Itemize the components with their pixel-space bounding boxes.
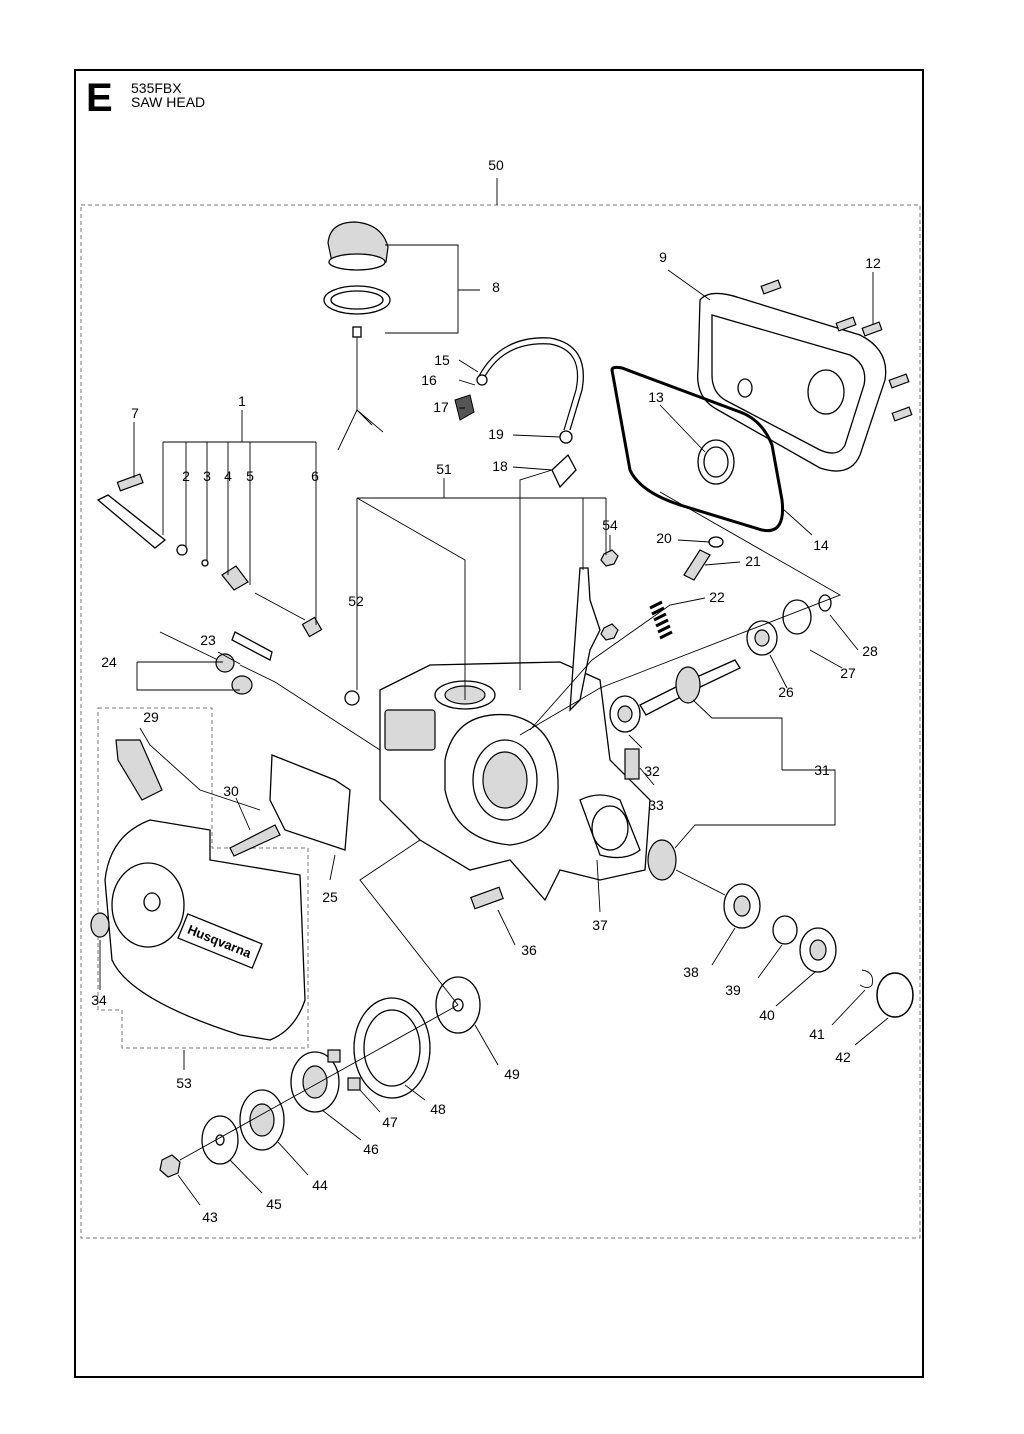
callout-42: 42 xyxy=(835,1049,851,1065)
callout-24: 24 xyxy=(101,654,117,670)
callout-17: 17 xyxy=(433,399,449,415)
screw-36-part xyxy=(470,886,504,910)
tensioner-plate-part xyxy=(231,631,273,661)
stud-30-part xyxy=(229,824,281,857)
bearing-32-part xyxy=(609,695,641,733)
callout-41: 41 xyxy=(809,1026,825,1042)
washer-52-part xyxy=(344,690,360,706)
saw-head-housing-part xyxy=(379,567,651,902)
callout-6: 6 xyxy=(311,468,319,484)
callout-32: 32 xyxy=(644,763,660,779)
drive-shaft-part xyxy=(639,594,832,716)
callout-31: 31 xyxy=(814,762,830,778)
oil-pickup-part xyxy=(337,326,384,451)
callout-30: 30 xyxy=(223,783,239,799)
section-title: SAW HEAD xyxy=(131,94,206,110)
callout-44: 44 xyxy=(312,1177,328,1193)
callout-53: 53 xyxy=(176,1075,192,1091)
ring-20-part xyxy=(708,536,724,548)
callout-43: 43 xyxy=(202,1209,218,1225)
callout-28: 28 xyxy=(862,643,878,659)
callout-15: 15 xyxy=(434,352,450,368)
callout-46: 46 xyxy=(363,1141,379,1157)
callout-21: 21 xyxy=(745,553,761,569)
callout-16: 16 xyxy=(421,372,437,388)
callout-5: 5 xyxy=(246,468,254,484)
callout-40: 40 xyxy=(759,1007,775,1023)
part-drawings: Husqvarna xyxy=(90,221,914,1178)
gasket-part xyxy=(610,365,785,533)
nut-54b-part xyxy=(600,623,619,641)
seal-part xyxy=(697,439,735,485)
callout-labels: 1 2 3 4 5 6 7 8 9 12 13 14 15 16 17 18 1… xyxy=(91,157,881,1225)
callout-3: 3 xyxy=(203,468,211,484)
callout-18: 18 xyxy=(492,458,508,474)
callout-52: 52 xyxy=(348,593,364,609)
callout-13: 13 xyxy=(648,389,664,405)
clutch-assembly-part xyxy=(159,976,481,1178)
nut-34-part xyxy=(90,912,110,938)
callout-9: 9 xyxy=(659,249,667,265)
callout-4: 4 xyxy=(224,468,232,484)
bolt-21-part xyxy=(683,549,711,581)
leader-lines xyxy=(99,178,889,1206)
callout-37: 37 xyxy=(592,917,608,933)
callout-2: 2 xyxy=(182,468,190,484)
callout-29: 29 xyxy=(143,709,159,725)
callout-1: 1 xyxy=(238,393,246,409)
spring-22-part xyxy=(649,600,673,640)
callout-8: 8 xyxy=(492,279,500,295)
callout-19: 19 xyxy=(488,426,504,442)
callout-45: 45 xyxy=(266,1196,282,1212)
section-letter: E xyxy=(86,76,113,120)
callout-34: 34 xyxy=(91,992,107,1008)
assembly-box-53 xyxy=(97,707,309,1049)
callout-25: 25 xyxy=(322,889,338,905)
callout-23: 23 xyxy=(200,632,216,648)
screw-33-part xyxy=(624,748,640,780)
callout-20: 20 xyxy=(656,530,672,546)
callout-54: 54 xyxy=(602,517,618,533)
callout-12: 12 xyxy=(865,255,881,271)
tensioner-assembly-part xyxy=(96,494,323,638)
callout-36: 36 xyxy=(521,942,537,958)
callout-14: 14 xyxy=(813,537,829,553)
latch-29-part xyxy=(115,739,163,801)
pump-cover-part xyxy=(697,279,913,472)
bar-bolt-part xyxy=(159,631,253,695)
assembly-box-50 xyxy=(80,204,921,1239)
callout-39: 39 xyxy=(725,982,741,998)
callout-48: 48 xyxy=(430,1101,446,1117)
bar-plate-part xyxy=(269,754,351,851)
callout-27: 27 xyxy=(840,665,856,681)
oil-hose-part xyxy=(454,337,584,489)
callout-33: 33 xyxy=(648,797,664,813)
callout-47: 47 xyxy=(382,1114,398,1130)
oil-cap-part xyxy=(323,221,391,315)
model-name: 535FBX xyxy=(131,80,182,96)
callout-51: 51 xyxy=(436,461,452,477)
callout-22: 22 xyxy=(709,589,725,605)
clutch-cover-part: Husqvarna xyxy=(104,819,306,1041)
callout-7: 7 xyxy=(131,405,139,421)
nut-54-part xyxy=(600,549,619,567)
callout-50: 50 xyxy=(488,157,504,173)
lower-gear-part xyxy=(647,839,914,1018)
screw-7-part xyxy=(116,473,144,492)
callout-38: 38 xyxy=(683,964,699,980)
callout-26: 26 xyxy=(778,684,794,700)
callout-49: 49 xyxy=(504,1066,520,1082)
page-frame xyxy=(74,69,924,1378)
